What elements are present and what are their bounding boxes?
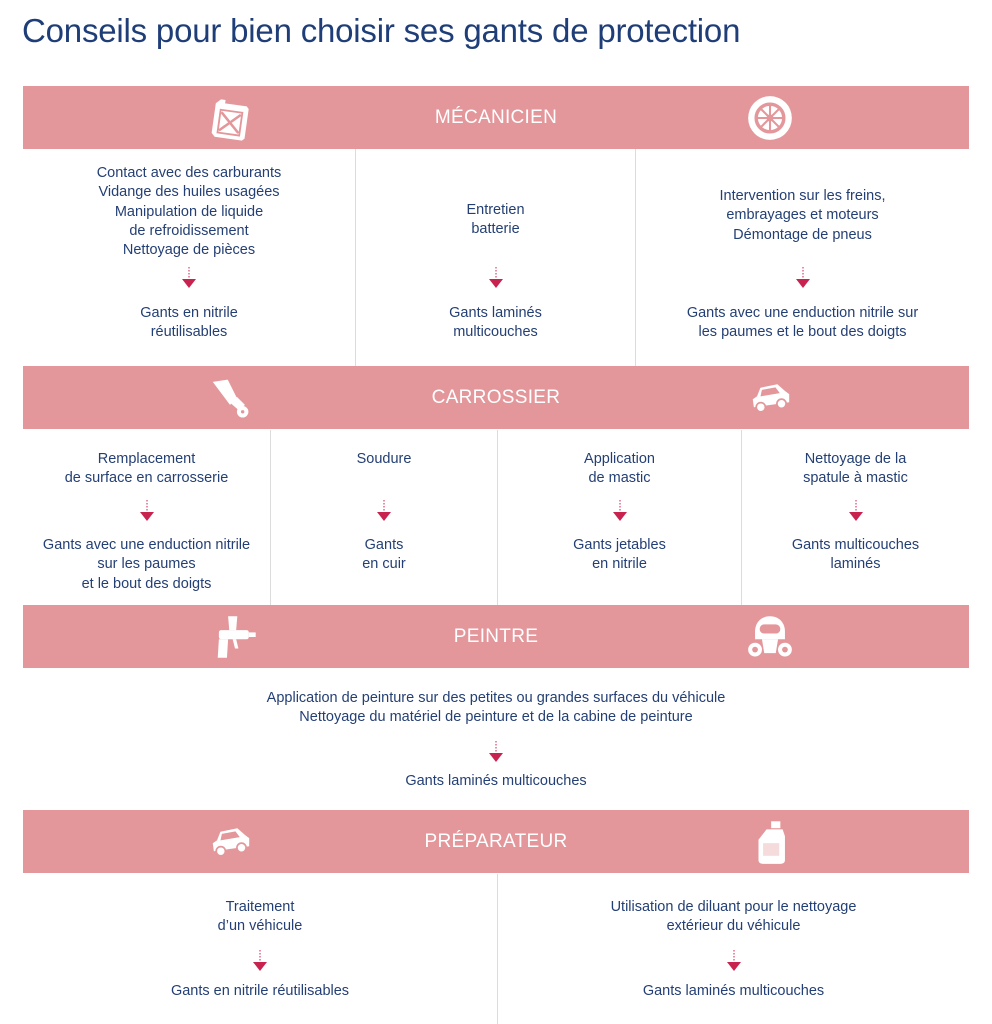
- result-text: Gants en nitrile réutilisables: [170, 983, 350, 999]
- car-icon: [207, 819, 253, 865]
- context-text: Application de mastic: [584, 451, 655, 487]
- result-text: Gants laminés multicouches: [405, 773, 587, 789]
- section-mecanicien: Contact avec des carburants Vidange des …: [23, 149, 969, 366]
- band-carrossier: CARROSSIER: [23, 366, 969, 429]
- mecanicien-column-3: Intervention sur les freins, embrayages …: [635, 149, 969, 366]
- arrow-down-icon: [376, 500, 392, 522]
- result-text: Gants laminés multicouches: [449, 305, 542, 341]
- carrossier-column-4: Nettoyage de la spatule à mastic Gants m…: [741, 430, 969, 605]
- result-text: Gants en cuir: [362, 537, 406, 573]
- carrossier-column-2: Soudure Gants en cuir: [270, 430, 497, 605]
- arrow-down-icon: [848, 500, 864, 522]
- preparateur-column-1: Traitement d’un véhicule Gants en nitril…: [23, 874, 497, 1024]
- band-mecanicien: MÉCANICIEN: [23, 86, 969, 149]
- context-text: Contact avec des carburants Vidange des …: [96, 165, 282, 259]
- putty-knife-icon: [207, 375, 253, 421]
- respirator-mask-icon: [747, 614, 793, 660]
- jerrycan-icon: [207, 95, 253, 141]
- band-title: MÉCANICIEN: [434, 106, 558, 128]
- band-title: PRÉPARATEUR: [424, 830, 568, 852]
- result-text: Gants avec une enduction nitrile sur les…: [42, 537, 251, 592]
- context-text: Intervention sur les freins, embrayages …: [719, 188, 886, 243]
- wheel-icon: [747, 95, 793, 141]
- mecanicien-column-1: Contact avec des carburants Vidange des …: [23, 149, 355, 366]
- carrossier-column-3: Application de mastic Gants jetables en …: [497, 430, 741, 605]
- car-icon: [747, 375, 793, 421]
- arrow-down-icon: [252, 950, 268, 972]
- carrossier-column-1: Remplacement de surface en carrosserie G…: [23, 430, 270, 605]
- band-peintre: PEINTRE: [23, 605, 969, 668]
- result-text: Gants multicouches laminés: [791, 537, 920, 573]
- context-text: Remplacement de surface en carrosserie: [64, 451, 229, 487]
- context-text: Traitement d’un véhicule: [217, 899, 303, 935]
- arrow-down-icon: [488, 741, 504, 763]
- section-preparateur: Traitement d’un véhicule Gants en nitril…: [23, 874, 969, 1024]
- peintre-column-1: Application de peinture sur des petites …: [23, 669, 969, 810]
- band-title: PEINTRE: [453, 625, 539, 647]
- result-text: Gants avec une enduction nitrile sur les…: [686, 305, 919, 341]
- arrow-down-icon: [181, 267, 197, 289]
- preparateur-column-2: Utilisation de diluant pour le nettoyage…: [497, 874, 969, 1024]
- arrow-down-icon: [795, 267, 811, 289]
- result-text: Gants jetables en nitrile: [573, 537, 666, 573]
- arrow-down-icon: [726, 950, 742, 972]
- detergent-bottle-icon: [747, 819, 793, 865]
- arrow-down-icon: [488, 267, 504, 289]
- context-text: Entretien batterie: [466, 202, 525, 238]
- spray-gun-icon: [212, 614, 258, 660]
- page-title: Conseils pour bien choisir ses gants de …: [22, 12, 741, 49]
- context-text: Utilisation de diluant pour le nettoyage…: [610, 899, 857, 935]
- context-text: Application de peinture sur des petites …: [266, 690, 726, 726]
- section-peintre: Application de peinture sur des petites …: [23, 669, 969, 810]
- arrow-down-icon: [612, 500, 628, 522]
- context-text: Nettoyage de la spatule à mastic: [803, 451, 908, 487]
- arrow-down-icon: [139, 500, 155, 522]
- band-title: CARROSSIER: [431, 386, 561, 408]
- mecanicien-column-2: Entretien batterie Gants laminés multico…: [355, 149, 635, 366]
- result-text: Gants en nitrile réutilisables: [140, 305, 238, 341]
- band-preparateur: PRÉPARATEUR: [23, 810, 969, 873]
- context-text: Soudure: [356, 451, 412, 467]
- result-text: Gants laminés multicouches: [642, 983, 825, 999]
- section-carrossier: Remplacement de surface en carrosserie G…: [23, 430, 969, 605]
